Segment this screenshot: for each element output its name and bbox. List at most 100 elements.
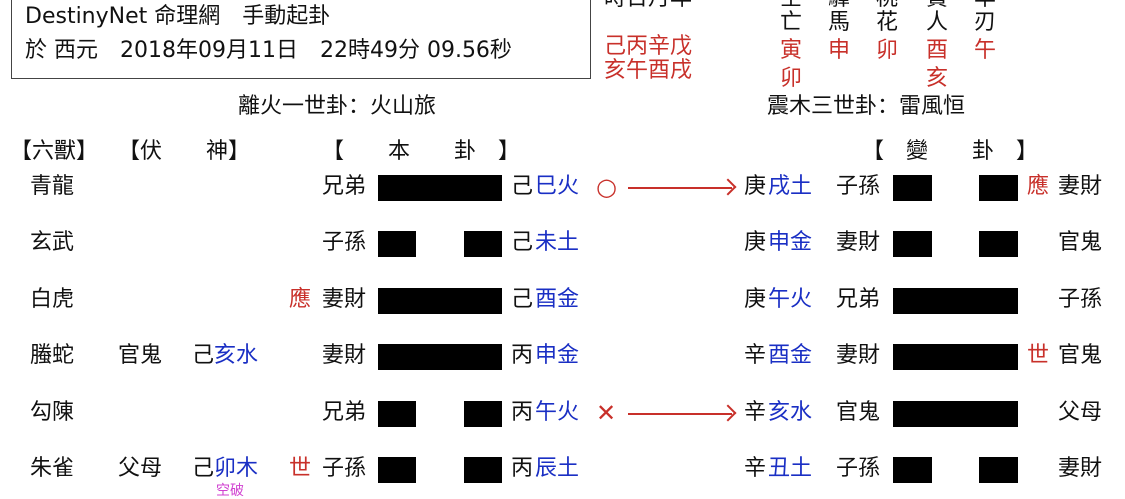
stem: 己 xyxy=(511,174,534,199)
changed-relation: 官鬼 xyxy=(836,399,881,425)
changed-branch: 丑土 xyxy=(768,456,813,481)
changed-marker: 世 xyxy=(1027,343,1050,369)
changed-relation-right: 妻財 xyxy=(1058,456,1103,481)
main-yin-line xyxy=(378,457,416,483)
main-hexagram-name: 離火一世卦：火山旅 xyxy=(238,94,437,119)
fushen-branch: 亥水 xyxy=(214,343,259,369)
changed-yang-line xyxy=(893,344,1018,371)
fushen-relation: 官鬼 xyxy=(118,343,163,369)
shensha-bottom: 馬 xyxy=(828,10,851,35)
changed-relation-right: 官鬼 xyxy=(1058,230,1103,256)
changed-stem: 辛 xyxy=(744,343,767,369)
changed-relation-right: 妻財 xyxy=(1058,174,1103,199)
changed-stem: 辛 xyxy=(744,456,767,481)
branch: 申金 xyxy=(535,343,580,369)
stem: 丙 xyxy=(511,456,534,481)
header-box xyxy=(11,0,591,79)
shensha-bottom: 亡 xyxy=(780,10,803,35)
beast: 朱雀 xyxy=(30,456,75,481)
changed-yin-line xyxy=(979,175,1018,201)
branch: 辰土 xyxy=(535,456,580,481)
changed-yin-line xyxy=(893,457,932,483)
beast: 白虎 xyxy=(30,286,75,312)
shensha-bottom: 刃 xyxy=(974,10,997,35)
changed-relation: 兄弟 xyxy=(836,286,881,312)
fushen-relation: 父母 xyxy=(118,456,163,481)
circle-moving-icon: ○ xyxy=(596,173,617,201)
changed-yin-line xyxy=(979,457,1018,483)
changed-relation: 子孫 xyxy=(836,456,881,481)
cross-moving-icon: ✕ xyxy=(596,398,617,427)
pillars-branches: 亥午酉戌 xyxy=(604,58,693,83)
shensha-top: 貴 xyxy=(926,0,948,10)
main-yin-line xyxy=(378,400,416,427)
stem: 丙 xyxy=(511,343,534,369)
main-yin-line xyxy=(464,231,502,258)
shensha-top: 桃 xyxy=(876,0,898,10)
stem: 己 xyxy=(511,286,534,312)
changed-stem: 庚 xyxy=(744,230,767,256)
changed-relation-right: 父母 xyxy=(1058,399,1103,425)
branch: 酉金 xyxy=(535,286,580,312)
changed-yin-line xyxy=(893,231,932,258)
changed-stem: 辛 xyxy=(744,399,767,425)
relation: 子孫 xyxy=(322,456,367,481)
beast: 玄武 xyxy=(30,230,75,256)
fushen-note: 空破 xyxy=(216,483,244,499)
arrow-right-icon xyxy=(628,187,732,189)
changed-relation-right: 官鬼 xyxy=(1058,343,1103,369)
shensha-top: 驛 xyxy=(828,0,850,10)
shensha-value: 卯 xyxy=(780,66,803,91)
stem: 己 xyxy=(511,230,534,256)
changed-stem: 庚 xyxy=(744,286,767,312)
pillars-label: 時日月年 xyxy=(604,0,692,10)
header-title: DestinyNet 命理網 手動起卦 xyxy=(25,4,331,29)
shensha-bottom: 人 xyxy=(926,10,949,35)
branch: 未土 xyxy=(535,230,580,256)
changed-yang-line xyxy=(893,400,1018,427)
changed-hexagram-name: 震木三世卦：雷風恒 xyxy=(767,94,966,119)
shi-ying-marker: 應 xyxy=(289,286,312,312)
shensha-top: 空 xyxy=(780,0,802,10)
changed-relation: 妻財 xyxy=(836,343,881,369)
shensha-value: 午 xyxy=(974,38,997,63)
relation: 兄弟 xyxy=(322,399,367,425)
changed-branch: 戌土 xyxy=(768,174,813,199)
changed-marker: 應 xyxy=(1027,174,1050,199)
fushen-stem: 己 xyxy=(192,456,215,481)
main-yang-line xyxy=(378,344,502,371)
branch: 午火 xyxy=(535,399,580,425)
relation: 兄弟 xyxy=(322,174,367,199)
changed-yin-line xyxy=(893,175,932,201)
changed-stem: 庚 xyxy=(744,174,767,199)
main-yang-line xyxy=(378,175,502,201)
shensha-top: 羊 xyxy=(974,0,996,10)
main-yin-line xyxy=(464,400,502,427)
col-main: 【 本 卦 】 xyxy=(322,139,521,164)
fushen-stem: 己 xyxy=(192,343,215,369)
shensha-value: 申 xyxy=(828,38,851,63)
changed-yin-line xyxy=(979,231,1018,258)
relation: 妻財 xyxy=(322,286,367,312)
beast: 青龍 xyxy=(30,174,75,199)
col-fushen: 【伏 神】 xyxy=(118,139,251,164)
relation: 子孫 xyxy=(322,230,367,256)
shensha-value: 寅 xyxy=(780,38,803,63)
stem: 丙 xyxy=(511,399,534,425)
pillars-stems: 己丙辛戊 xyxy=(604,34,693,59)
changed-relation-right: 子孫 xyxy=(1058,286,1103,312)
shensha-value: 卯 xyxy=(876,38,899,63)
changed-relation: 妻財 xyxy=(836,230,881,256)
col-changed: 【 變 卦 】 xyxy=(862,139,1039,164)
col-beasts: 【六獸】 xyxy=(10,139,99,164)
shensha-value: 亥 xyxy=(926,66,949,91)
main-yin-line xyxy=(464,457,502,483)
relation: 妻財 xyxy=(322,343,367,369)
arrow-right-icon xyxy=(628,412,732,415)
beast: 勾陳 xyxy=(30,399,75,425)
changed-branch: 午火 xyxy=(768,286,813,312)
changed-relation: 子孫 xyxy=(836,174,881,199)
branch: 巳火 xyxy=(535,174,580,199)
changed-branch: 酉金 xyxy=(768,343,813,369)
main-yang-line xyxy=(378,287,502,314)
